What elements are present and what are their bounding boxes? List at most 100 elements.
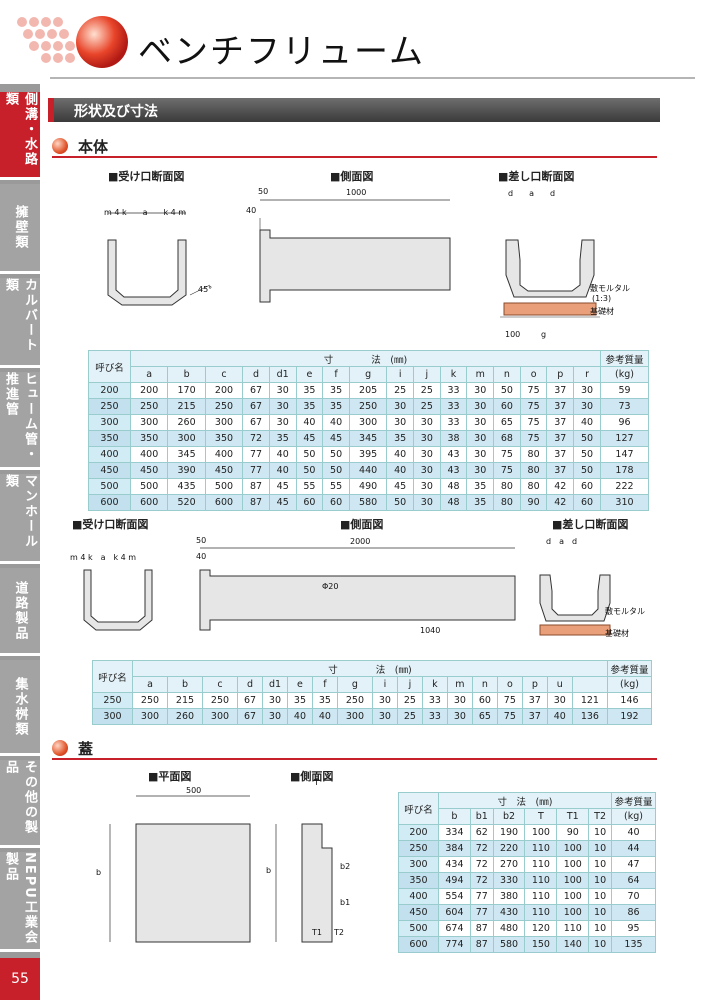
table-cell: 400 xyxy=(129,446,169,463)
table-cell: 110 xyxy=(556,920,590,937)
side-view-diagram xyxy=(259,199,451,303)
caption-plan-view: ■平面図 xyxy=(148,770,192,783)
table-cell: 600 xyxy=(129,494,169,511)
table-cell: 87 xyxy=(469,936,494,953)
table-cell: 40 xyxy=(286,708,313,725)
column-header: u xyxy=(546,676,573,693)
column-header: d1 xyxy=(268,366,297,383)
table-cell: 35 xyxy=(322,382,350,399)
sidebar-tab[interactable]: 道路製品 xyxy=(0,568,40,656)
table-cell: 80 xyxy=(519,462,548,479)
sidebar-tab[interactable]: NEPU工業会製品 xyxy=(0,852,40,952)
table-cell: 65 xyxy=(493,414,521,431)
bullet-icon xyxy=(52,740,68,756)
table-cell: 30 xyxy=(413,494,441,511)
table-cell: 45 xyxy=(295,430,324,447)
table-cell: 44 xyxy=(611,840,656,857)
column-header: (kg) xyxy=(607,676,652,693)
table-cell: 35 xyxy=(386,430,414,447)
table-cell: 110 xyxy=(524,888,558,905)
table-cell: 310 xyxy=(600,494,649,511)
table-cell: 60 xyxy=(295,494,324,511)
table-cell: 250 xyxy=(129,398,169,415)
table-cell: 10 xyxy=(588,840,612,857)
table-cell: 59 xyxy=(600,382,649,399)
caption-joint-section: ■差し口断面図 xyxy=(498,170,575,183)
table-cell: 37 xyxy=(546,430,575,447)
table-cell: 55 xyxy=(295,478,324,495)
table-cell: 77 xyxy=(242,462,270,479)
caption-lid-side-view: ■側面図 xyxy=(290,770,334,783)
table-cell: 100 xyxy=(524,824,558,841)
section-heading-body: 本体 xyxy=(52,136,108,157)
table-cell: 45 xyxy=(268,494,297,511)
table-cell: 80 xyxy=(519,478,548,495)
table-cell: 250 xyxy=(336,692,373,709)
table-cell: 68 xyxy=(493,430,521,447)
table-cell: 250 xyxy=(348,398,388,415)
table-cell: 330 xyxy=(492,872,526,889)
column-header: r xyxy=(573,366,601,383)
table-cell: 45 xyxy=(322,430,350,447)
table-cell: 380 xyxy=(492,888,526,905)
table-cell: 200 xyxy=(129,382,169,399)
table-cell: 35 xyxy=(466,494,495,511)
column-header: g xyxy=(336,676,373,693)
sidebar-tab[interactable]: 集水桝類 xyxy=(0,660,40,756)
table-cell: 35 xyxy=(286,692,313,709)
table-cell: 190 xyxy=(492,824,526,841)
table-cell: 10 xyxy=(588,920,612,937)
table-cell: 87 xyxy=(242,478,270,495)
table-cell: 80 xyxy=(493,494,521,511)
table-cell: 30 xyxy=(371,692,398,709)
sidebar-tab[interactable]: 側溝・水路類 xyxy=(0,92,40,180)
sidebar-tab[interactable]: ヒューム管・推進管 xyxy=(0,372,40,470)
table-cell: 48 xyxy=(439,494,468,511)
table-cell: 50 xyxy=(322,462,350,479)
sidebar-tab[interactable]: 擁壁類 xyxy=(0,184,40,274)
table-cell: 35 xyxy=(295,398,324,415)
table-cell: 500 xyxy=(204,478,244,495)
table-cell: 45 xyxy=(386,478,414,495)
table-cell: 345 xyxy=(348,430,388,447)
table-cell: 100 xyxy=(556,856,590,873)
table-cell: 500 xyxy=(88,478,131,495)
table-cell: 70 xyxy=(611,888,656,905)
sidebar-tab[interactable]: マンホール類 xyxy=(0,474,40,564)
table-cell: 490 xyxy=(348,478,388,495)
table-cell: 350 xyxy=(129,430,169,447)
table-cell: 75 xyxy=(496,692,523,709)
table-cell: 334 xyxy=(438,824,471,841)
logo-icon xyxy=(17,16,128,68)
table-cell: 60 xyxy=(493,398,521,415)
table-cell: 48 xyxy=(439,478,468,495)
sidebar-tab[interactable]: その他の製品 xyxy=(0,760,40,848)
table-cell: 72 xyxy=(469,856,494,873)
cross-section-diagram-2 xyxy=(83,569,153,631)
table-cell: 170 xyxy=(167,382,206,399)
table-cell: 35 xyxy=(322,398,350,415)
table-cell: 87 xyxy=(242,494,270,511)
table-cell: 435 xyxy=(167,478,206,495)
table-cell: 43 xyxy=(439,462,468,479)
sidebar-tab[interactable]: カルバート類 xyxy=(0,278,40,368)
table-cell: 480 xyxy=(492,920,526,937)
table-cell: 300 xyxy=(398,856,439,873)
table-cell: 50 xyxy=(295,446,324,463)
table-cell: 300 xyxy=(202,708,238,725)
table-cell: 350 xyxy=(204,430,244,447)
table-cell: 774 xyxy=(438,936,471,953)
page-title: ベンチフリューム xyxy=(138,32,425,72)
table-cell: 96 xyxy=(600,414,649,431)
column-header: n xyxy=(471,676,498,693)
